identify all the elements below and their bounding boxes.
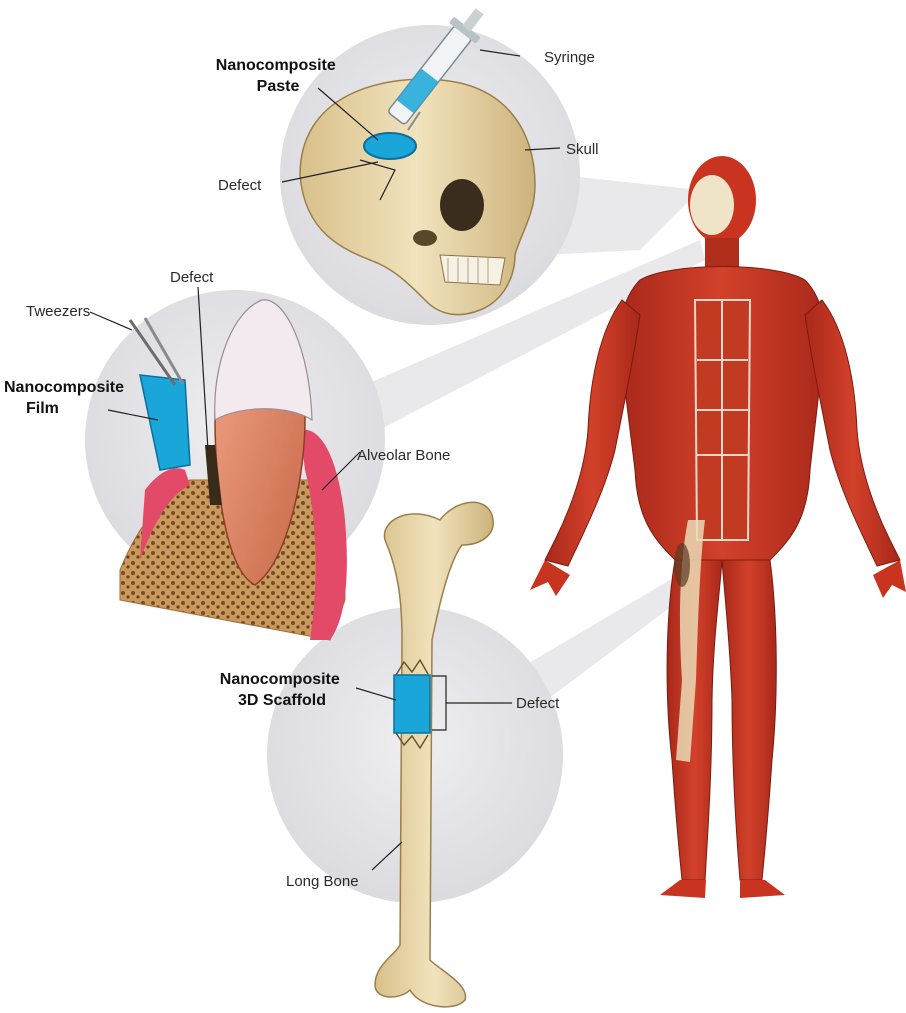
- leader-long-bone: [371, 841, 403, 871]
- leader-skull: [524, 147, 561, 151]
- label-alveolar-bone: Alveolar Bone: [357, 447, 450, 464]
- label-skull: Skull: [566, 141, 599, 158]
- nanocomposite-paste-blob: [363, 132, 417, 160]
- leader-syringe: [479, 49, 521, 57]
- skull: [299, 78, 536, 316]
- leader-defect-tooth: [197, 286, 209, 451]
- label-defect-bone: Defect: [516, 695, 560, 712]
- skull-connector: [540, 175, 700, 255]
- leader-film: [107, 409, 159, 421]
- leader-defect-skull: [281, 161, 379, 183]
- leader-alveolar: [321, 451, 361, 491]
- leader-scaffold: [355, 687, 397, 701]
- syringe: [388, 8, 484, 131]
- label-nanocomposite-scaffold: Nanocomposite 3D Scaffold: [220, 671, 344, 709]
- label-syringe: Syringe: [544, 49, 595, 66]
- label-nanocomposite-paste: Nanocomposite Paste: [216, 57, 340, 95]
- muscle-body: [530, 156, 906, 898]
- femur: [374, 501, 494, 1008]
- tooth-section: [119, 299, 347, 641]
- label-defect-skull: Defect: [218, 177, 262, 194]
- leader-tweezers: [89, 311, 133, 331]
- tooth-connector: [330, 240, 705, 440]
- label-nanocomposite-film: Nanocomposite Film: [4, 379, 128, 417]
- label-long-bone: Long Bone: [286, 873, 359, 890]
- label-tweezers: Tweezers: [26, 303, 90, 320]
- label-defect-tooth: Defect: [170, 269, 214, 286]
- leader-paste: [317, 87, 379, 141]
- nanocomposite-scaffold-block: [393, 674, 431, 734]
